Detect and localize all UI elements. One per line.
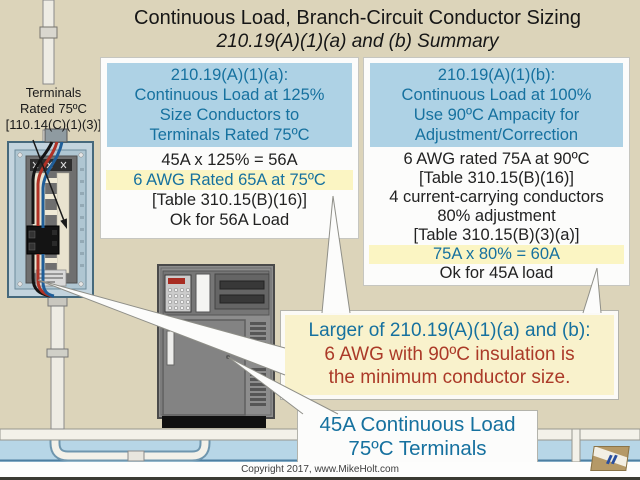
rule-a-header: 210.19(A)(1)(a): Continuous Load at 125%… [107,63,352,147]
equipment-slot [195,273,211,313]
mikeholt-logo [590,446,630,471]
slide-title: Continuous Load, Branch-Circuit Conducto… [75,7,640,53]
rule-a-calc-line: Ok for 56A Load [169,211,290,229]
rule-a-card: 210.19(A)(1)(a): Continuous Load at 125%… [100,57,359,239]
two-pole-breaker [26,225,60,255]
conduit-coupling [127,450,145,462]
keypad [164,274,192,313]
door-screw [226,355,230,359]
black-wire [31,141,54,224]
terminals-arrow [32,139,67,229]
equipment-door [162,319,246,416]
terminals-rating-label: Terminals Rated 75ºC [110.14(C)(1)(3)] [0,85,107,133]
terminals-label-line: Rated 75ºC [20,101,87,116]
conduit-coupling [39,26,58,39]
title-line-2: 210.19(A)(1)(a) and (b) Summary [216,31,499,52]
conclusion-callout: Larger of 210.19(A)(1)(a) and (b): 6 AWG… [281,311,618,399]
title-line-1: Continuous Load, Branch-Circuit Conducto… [134,7,581,29]
panel-spec-label [35,269,67,287]
rule-a-header-line: Terminals Rated 75ºC [149,126,310,144]
blue-wire [41,141,64,228]
conduit-strap [46,348,69,358]
rule-a-header-line: 210.19(A)(1)(a): [170,66,289,84]
rule-b-header-line: Adjustment/Correction [414,126,579,144]
terminals-label-line: Terminals [25,85,82,100]
copyright-text: Copyright 2017, www.MikeHolt.com [241,464,399,475]
rule-b-calc-line: 4 current-carrying conductors [389,188,604,206]
load-callout-line: 45A Continuous Load [319,413,516,436]
rule-b-calc-line: [Table 310.15(B)(16)] [418,169,574,187]
copyright-bar: Copyright 2017, www.MikeHolt.com [0,462,640,477]
rule-a-header-line: Continuous Load at 125% [134,86,325,104]
electrical-panel [7,128,94,298]
rule-b-highlighted-result: 75A x 80% = 60A [369,245,624,264]
red-wire [36,141,59,226]
equipment-load [157,264,275,428]
conclusion-line: Larger of 210.19(A)(1)(a) and (b): [308,320,591,341]
conclusion-line: the minimum conductor size. [328,367,571,388]
rule-a-calc-line: [Table 310.15(B)(16)] [151,191,307,209]
keypad-display [168,278,185,284]
rule-b-header-line: Use 90ºC Ampacity for [413,106,580,124]
equipment-base [162,416,266,428]
door-handle [166,330,175,366]
rule-b-header: 210.19(A)(1)(b): Continuous Load at 100%… [370,63,623,147]
rule-b-card: 210.19(A)(1)(b): Continuous Load at 100%… [363,57,630,286]
rule-a-calc-line: 45A x 125% = 56A [161,151,298,169]
panel-knockout-ticks [80,168,84,267]
rule-b-header-line: 210.19(A)(1)(b): [437,66,556,84]
rule-b-calc-line: 80% adjustment [437,207,556,225]
rule-b-calc-line: Ok for 45A load [439,264,554,282]
rule-b-header-line: Continuous Load at 100% [401,86,592,104]
bottom-border [0,477,640,480]
rule-a-highlighted-result: 6 AWG Rated 65A at 75ºC [106,170,353,190]
equipment-vent-panel [214,273,270,310]
rule-b-calc-line: 6 AWG rated 75A at 90ºC [403,150,590,168]
conclusion-line: 6 AWG with 90ºC insulation is [324,343,575,365]
load-callout-line: 75ºC Terminals [348,437,487,460]
floor-conduit [49,431,211,462]
terminals-label-line: [110.14(C)(1)(3)] [5,117,102,132]
rule-a-header-line: Size Conductors to [159,106,300,124]
load-callout: 45A Continuous Load 75ºC Terminals [297,410,538,463]
rule-b-calc-line: [Table 310.15(B)(3)(a)] [413,226,580,244]
raceway-support-post [571,428,581,463]
